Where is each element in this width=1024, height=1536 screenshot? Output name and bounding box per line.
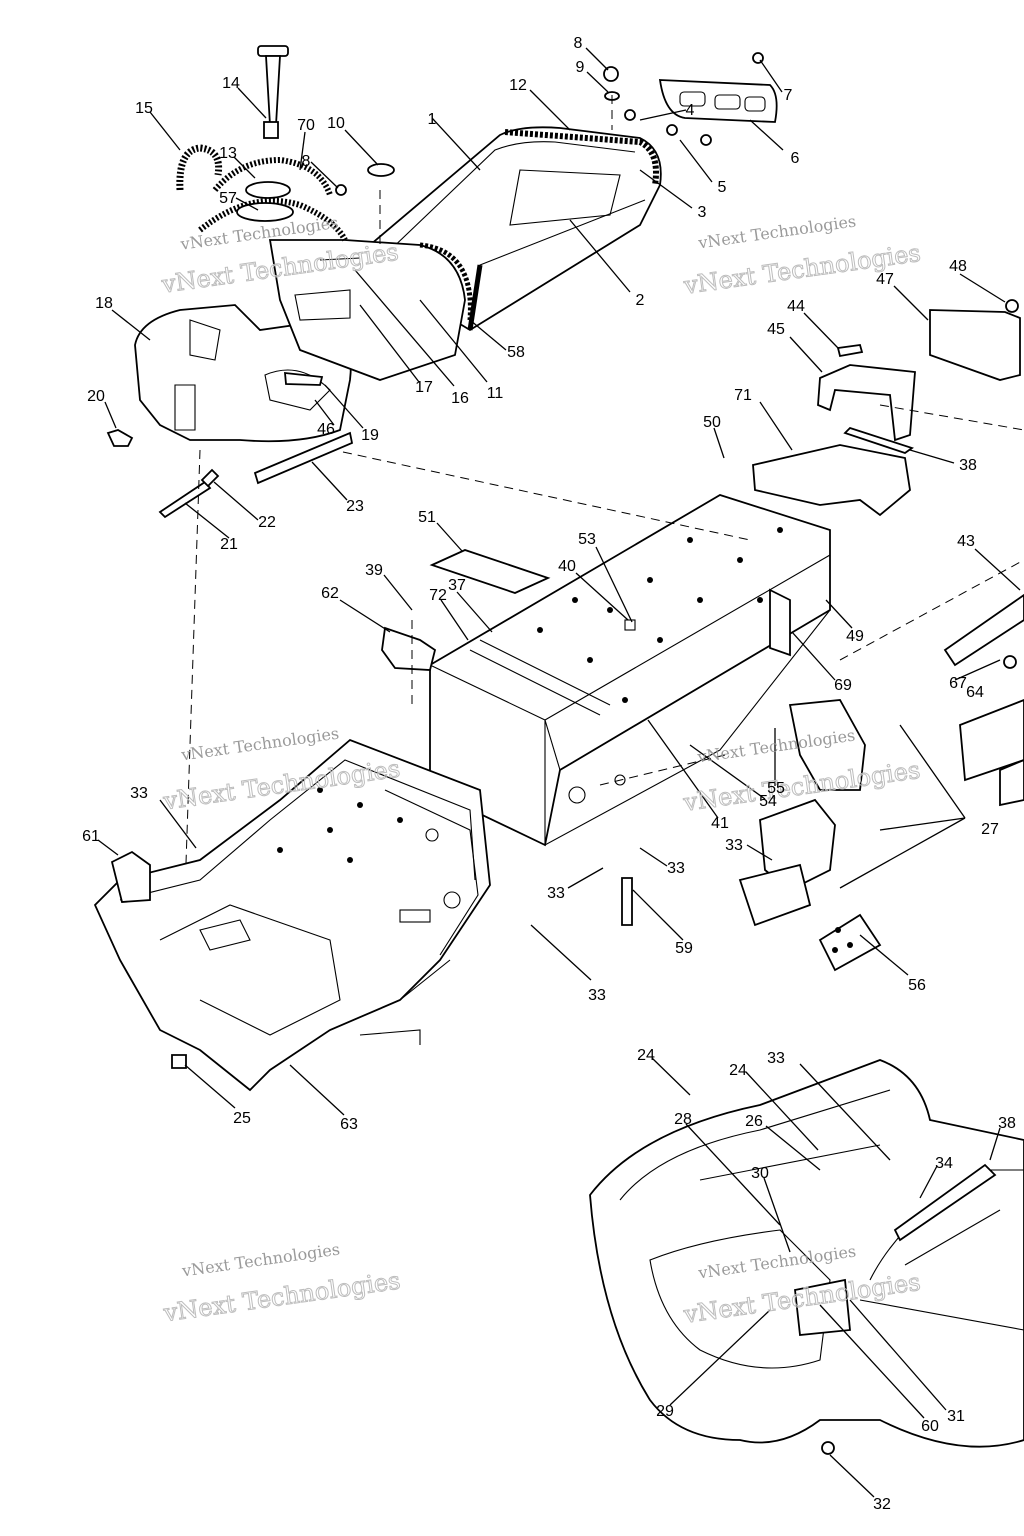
callout-label: 62 (321, 585, 339, 602)
callout-label: 49 (846, 628, 864, 645)
callout-label: 56 (908, 977, 926, 994)
callout-label: 8 (302, 153, 311, 170)
callout-label: 25 (233, 1110, 251, 1127)
callout-label: 53 (578, 531, 596, 548)
callout-label: 67 (949, 675, 967, 692)
fuel-tank-fittings (106, 371, 354, 519)
callout-label: 44 (787, 298, 805, 315)
callout-label: 46 (317, 421, 335, 438)
callout-label: 6 (791, 150, 800, 167)
watermark-text-small: vNext Technologies (179, 724, 340, 765)
callout-label: 54 (759, 793, 777, 810)
callout-label: 33 (588, 987, 606, 1004)
callout-label: 24 (729, 1062, 747, 1079)
callout-label: 2 (636, 292, 645, 309)
callout-label: 28 (674, 1111, 692, 1128)
callout-label: 71 (734, 387, 752, 404)
callout-label: 33 (547, 885, 565, 902)
callout-label: 19 (361, 427, 379, 444)
callout-label: 38 (959, 457, 977, 474)
callout-label: 55 (767, 780, 785, 797)
callout-label: 48 (949, 258, 967, 275)
callout-label: 37 (448, 577, 466, 594)
callout-label: 21 (220, 536, 238, 553)
callout-label: 32 (873, 1496, 891, 1513)
callout-label: 51 (418, 509, 436, 526)
callout-label: 33 (667, 860, 685, 877)
callout-label: 20 (87, 388, 105, 405)
right-side-rails (943, 299, 1024, 807)
callout-label: 70 (297, 117, 315, 134)
callout-label: 15 (135, 100, 153, 117)
steering-bracket-parts (621, 699, 882, 972)
callout-label: 16 (451, 390, 469, 407)
callout-label: 50 (703, 414, 721, 431)
callout-label: 24 (637, 1047, 655, 1064)
callout-label: 29 (656, 1403, 674, 1420)
callout-label: 8 (574, 35, 583, 52)
callout-label: 57 (219, 190, 237, 207)
front-bulkhead (93, 738, 491, 1092)
assembly-guide-lines (179, 95, 1024, 1041)
callout-label: 60 (921, 1418, 939, 1435)
callout-label: 13 (219, 145, 237, 162)
callout-label: 39 (365, 562, 383, 579)
callout-label: 14 (222, 75, 240, 92)
callout-label: 11 (487, 385, 504, 402)
callout-label: 31 (947, 1408, 965, 1425)
callout-label: 17 (415, 379, 433, 396)
callout-label: 9 (576, 59, 585, 76)
callout-label: 45 (767, 321, 785, 338)
callout-label: 7 (784, 87, 793, 104)
front-bracket (110, 850, 187, 1069)
callout-label: 63 (340, 1116, 358, 1133)
callout-label: 41 (711, 815, 729, 832)
callout-label: 18 (95, 295, 113, 312)
callout-label: 38 (998, 1115, 1016, 1132)
callout-label: 40 (558, 558, 576, 575)
callout-label: 5 (718, 179, 727, 196)
callout-label: 59 (675, 940, 693, 957)
callout-label: 69 (834, 677, 852, 694)
callout-label: 27 (981, 821, 999, 838)
leader-lines (97, 47, 1021, 1498)
callout-labels: 1 2 3 5 6 7 4 8 9 10 11 12 13 14 15 70 8… (82, 35, 1016, 1513)
callout-label: 64 (966, 684, 984, 701)
callout-label: 61 (82, 828, 100, 845)
callout-label: 30 (751, 1165, 769, 1182)
callout-label: 33 (130, 785, 148, 802)
frame-brackets (381, 309, 1021, 671)
fuel-gauge-and-hoses (176, 45, 395, 242)
callout-label: 47 (876, 271, 894, 288)
callout-label: 34 (935, 1155, 953, 1172)
callout-label: 4 (686, 102, 695, 119)
callout-label: 72 (429, 587, 447, 604)
callout-label: 43 (957, 533, 975, 550)
callout-label: 3 (698, 204, 707, 221)
watermark-text-small: vNext Technologies (180, 1240, 341, 1281)
callout-label: 22 (258, 514, 276, 531)
callout-label: 23 (346, 498, 364, 515)
main-frame-tunnel (429, 494, 831, 847)
callout-label: 10 (327, 115, 345, 132)
callout-label: 33 (725, 837, 743, 854)
callout-label: 26 (745, 1113, 763, 1130)
fuel-tank (134, 239, 473, 443)
seat-strap-bracket (603, 52, 778, 146)
callout-label: 12 (509, 77, 527, 94)
callout-label: 1 (428, 111, 437, 128)
callout-label: 58 (507, 344, 525, 361)
callout-label: 33 (767, 1050, 785, 1067)
watermark-text-small: vNext Technologies (696, 211, 857, 252)
